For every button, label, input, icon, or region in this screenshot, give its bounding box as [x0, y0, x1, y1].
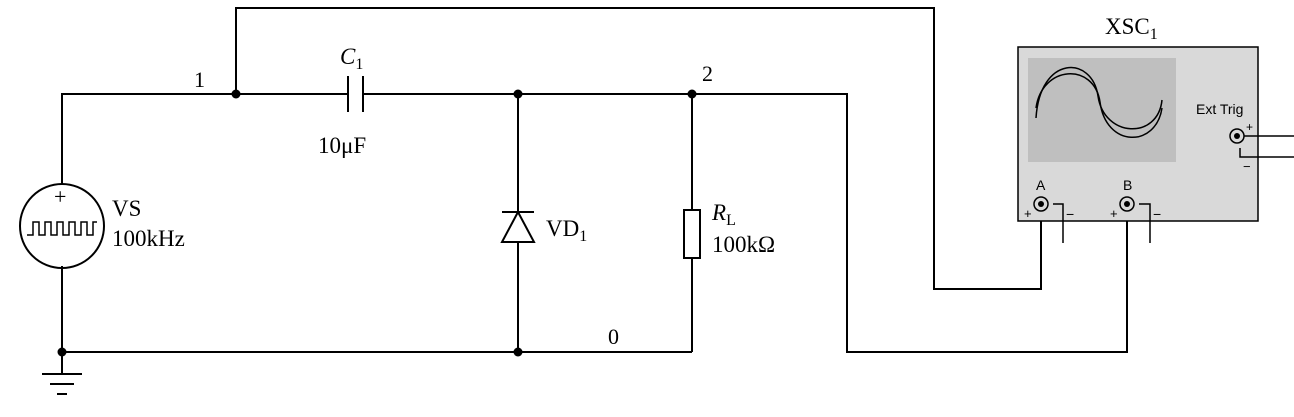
junction-node2: [687, 89, 697, 99]
ext-trig-plus: +: [1246, 120, 1253, 134]
capacitor-value: 10μF: [318, 133, 366, 158]
junctions: [57, 89, 697, 357]
channel-b-minus: −: [1153, 206, 1161, 222]
junction-diode-bottom: [513, 347, 523, 357]
channel-b-label: B: [1123, 177, 1132, 193]
channel-a-terminal[interactable]: [1033, 196, 1064, 243]
wire-source-to-node1: [61, 93, 236, 185]
junction-node1: [231, 89, 241, 99]
diode-triangle: [500, 209, 536, 243]
node-label-0: 0: [608, 324, 619, 349]
wire-node2-to-scope-b: [692, 93, 1128, 353]
channel-b-plus: +: [1110, 206, 1118, 221]
ext-trig-terminal[interactable]: [1229, 128, 1294, 158]
source-circle: [19, 183, 105, 269]
junction-ground: [57, 347, 67, 357]
ground-icon: [42, 373, 82, 395]
diode-label: VD1: [546, 216, 587, 245]
channel-b-ground-lead: [1139, 203, 1151, 243]
oscilloscope[interactable]: [1017, 46, 1259, 222]
diode-vd1[interactable]: [500, 209, 536, 243]
square-wave-source[interactable]: [19, 183, 105, 269]
node-label-1: 1: [194, 67, 205, 92]
scope-label: XSC1: [1105, 14, 1158, 43]
channel-a-minus: −: [1066, 206, 1074, 222]
resistor-value: 100kΩ: [712, 232, 775, 257]
channel-a-ground-lead: [1053, 203, 1064, 243]
channel-a-plus: +: [1024, 206, 1032, 221]
scope-trace-b: [1035, 73, 1163, 138]
source-plus-sign: +: [54, 184, 66, 209]
wire-ground-rail: [61, 266, 692, 353]
square-wave-icon: [27, 221, 97, 236]
source-frequency: 100kHz: [112, 226, 185, 251]
wires: [61, 7, 1128, 374]
wire-node1-to-scope-a: [235, 7, 1042, 290]
source-name: VS: [112, 196, 141, 221]
junction-diode-top: [513, 89, 523, 99]
ext-trig-label: Ext Trig: [1196, 101, 1243, 117]
channel-b-terminal[interactable]: [1119, 196, 1151, 243]
node-label-2: 2: [702, 61, 713, 86]
ext-trig-minus: −: [1243, 159, 1251, 174]
capacitor-c1[interactable]: [347, 76, 364, 112]
resistor-rl[interactable]: [683, 209, 701, 259]
resistor-body: [683, 209, 701, 259]
capacitor-label: C1: [340, 44, 363, 73]
resistor-label: RL: [711, 200, 736, 229]
channel-a-label: A: [1036, 177, 1046, 193]
